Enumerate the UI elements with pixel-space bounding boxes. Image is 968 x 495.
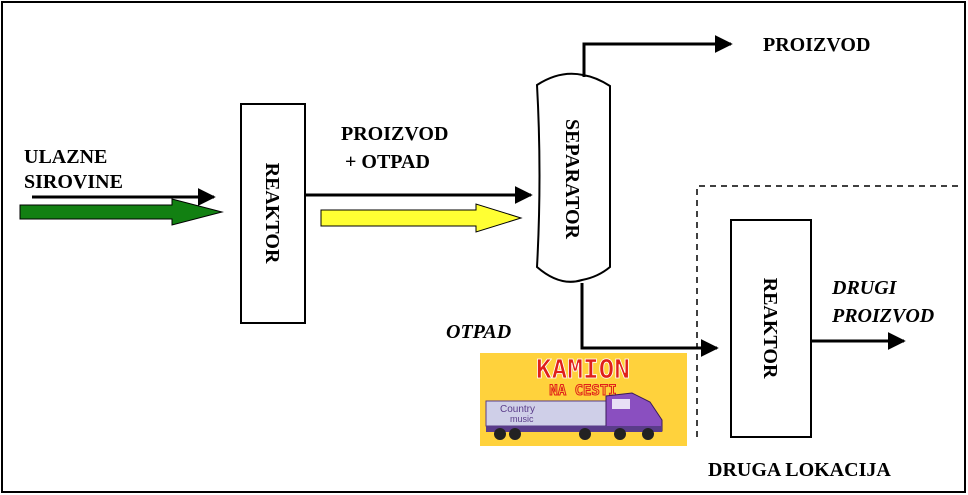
green-arrow bbox=[20, 199, 222, 225]
label-proizvod-top: PROIZVOD bbox=[763, 34, 870, 56]
reaktor-label-1: REAKTOR bbox=[261, 163, 283, 264]
label-plus-otpad: + OTPAD bbox=[345, 151, 430, 173]
label-proizvod-2: PROIZVOD bbox=[831, 305, 934, 327]
logo-music: music bbox=[510, 414, 534, 424]
label-ulazne: ULAZNE bbox=[24, 146, 107, 168]
label-proizvod-mix: PROIZVOD bbox=[341, 123, 448, 145]
label-otpad: OTPAD bbox=[446, 321, 511, 343]
reaktor-label-2: REAKTOR bbox=[759, 278, 781, 379]
kamion-logo: KAMION NA CESTI Country music bbox=[480, 353, 687, 446]
logo-title: KAMION bbox=[536, 355, 630, 385]
label-sirovine: SIROVINE bbox=[24, 171, 123, 193]
label-druga-lokacija: DRUGA LOKACIJA bbox=[708, 459, 891, 481]
yellow-arrow bbox=[321, 204, 521, 232]
product-outlet-arrow bbox=[584, 44, 731, 77]
label-drugi: DRUGI bbox=[831, 277, 898, 299]
separator-label: SEPARATOR bbox=[561, 119, 583, 240]
